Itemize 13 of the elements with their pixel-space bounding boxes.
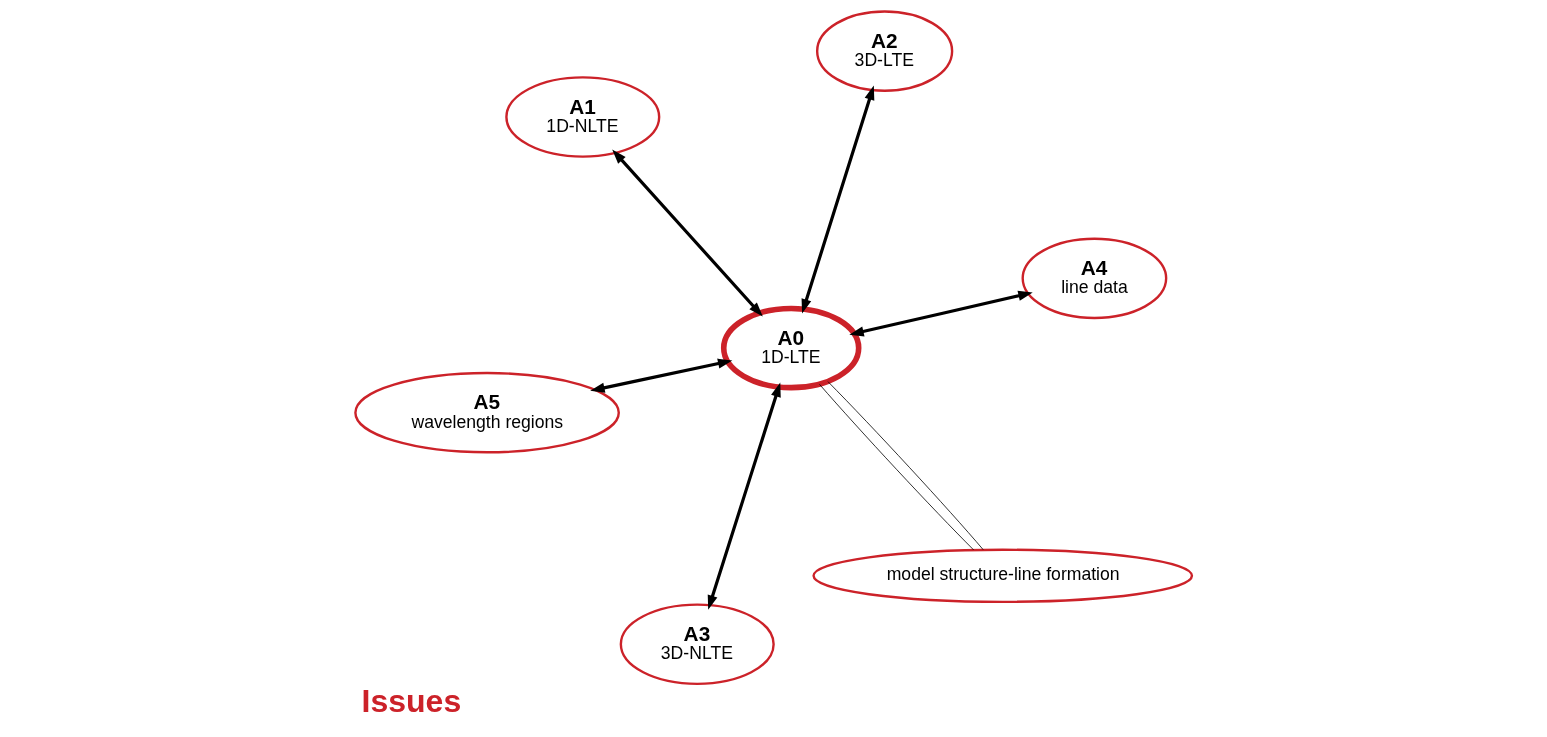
arrow [849,290,1033,337]
diagram-title: Issues [361,682,462,719]
node-ellipse: A0 1D-LTE [720,305,862,391]
arrow [612,149,763,317]
node-ellipse: A5 wavelength regions [354,371,620,454]
node-ellipse: model structure-line formation [812,548,1194,604]
arrow [707,382,781,610]
node-ellipse: A3 3D-NLTE [619,603,775,686]
arrow [801,85,875,314]
node-ellipse: A4 line data [1021,237,1168,320]
node-ellipse: A2 3D-LTE [815,10,954,92]
node-ellipse: A1 1D-NLTE [505,76,661,158]
arrow [590,358,733,393]
